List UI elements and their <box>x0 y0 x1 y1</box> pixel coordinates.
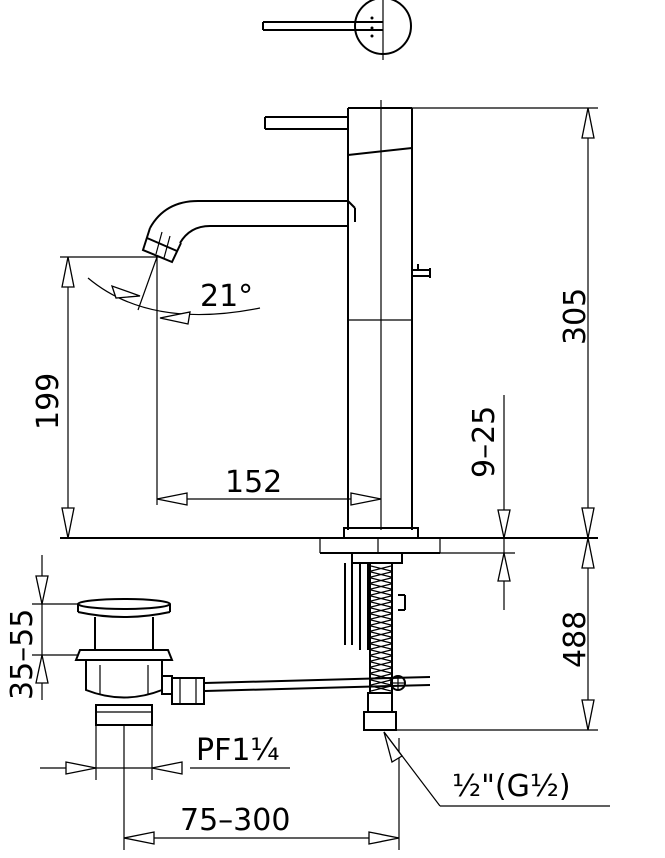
hose-braid-stroke <box>370 613 392 620</box>
hose-braid-stroke <box>370 601 392 608</box>
popup-range-label: 35–55 <box>5 609 40 700</box>
dimension-lines <box>32 107 610 850</box>
hose-braid-stroke <box>370 565 392 572</box>
faucet-body <box>141 100 431 530</box>
spout-height-label: 199 <box>31 373 66 430</box>
hose-braid-stroke <box>370 661 392 668</box>
hose-braid-stroke <box>370 625 392 632</box>
spout-reach-label: 152 <box>225 465 282 500</box>
hose-braid-stroke <box>370 667 392 674</box>
hose-braid-stroke <box>370 577 392 584</box>
counter-thickness-label: 9–25 <box>467 406 502 478</box>
hose-braid-stroke <box>370 679 392 686</box>
hose-length-label: 488 <box>558 611 593 668</box>
top-view-handle <box>262 0 412 60</box>
hose-braid-stroke <box>370 589 392 596</box>
waste-valve <box>74 598 205 726</box>
popup-rod <box>204 675 431 692</box>
hose-braid-stroke <box>370 607 392 614</box>
waste-distance-label: 75–300 <box>180 803 290 838</box>
supply-connection-label: ½"(G½) <box>452 769 571 804</box>
hose-braid-stroke <box>370 619 392 626</box>
hose-braid-stroke <box>370 655 392 662</box>
hose-braid-stroke <box>370 571 392 578</box>
angle-label: 21° <box>200 279 253 314</box>
hose-braid-stroke <box>370 631 392 638</box>
hose-braid-stroke <box>370 595 392 602</box>
waste-connection-label: PF1¼ <box>196 733 280 768</box>
hose-braid-stroke <box>370 637 392 644</box>
hose-braid-stroke <box>370 583 392 590</box>
hose-braid-stroke <box>370 643 392 650</box>
hose-braid-stroke <box>370 649 392 656</box>
total-height-label: 305 <box>558 288 593 345</box>
